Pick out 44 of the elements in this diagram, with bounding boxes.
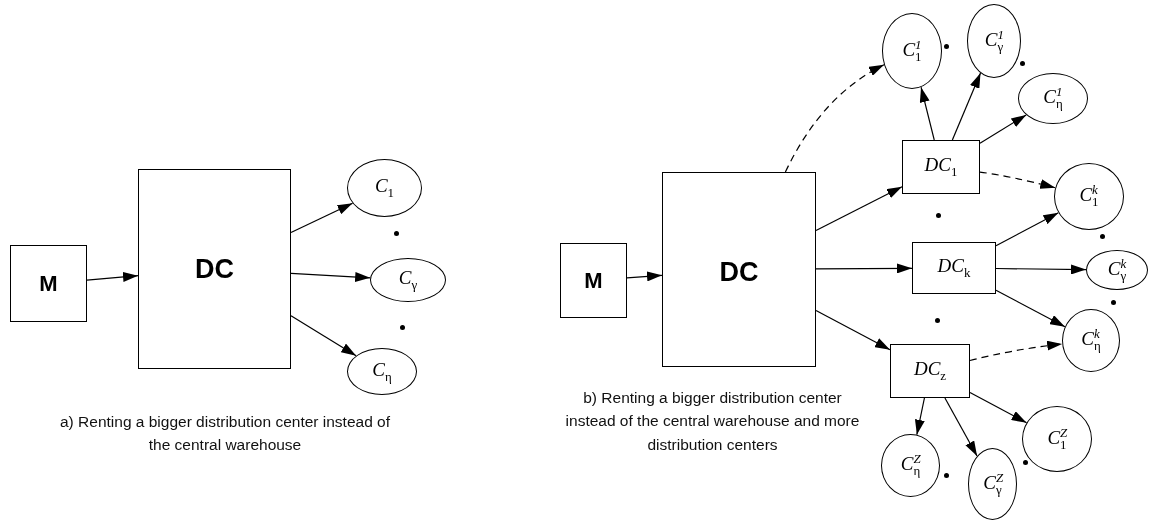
arrow — [969, 340, 1063, 362]
arrow — [919, 86, 935, 141]
arrow — [979, 114, 1027, 144]
arrow — [290, 202, 354, 234]
node-label: DC — [719, 259, 759, 286]
arrow — [915, 397, 926, 436]
node-label: C$_{η}$ — [372, 359, 392, 384]
node-label: DC$_{k}$ — [937, 256, 971, 280]
node-label: DC$_{z}$ — [913, 359, 947, 383]
process-box — [662, 172, 816, 367]
customer-ellipse — [967, 4, 1021, 78]
node-label: M — [584, 269, 603, 292]
process-box — [912, 242, 996, 294]
arrow — [784, 64, 885, 173]
process-box — [10, 245, 87, 322]
arrow — [995, 264, 1087, 275]
arrow — [815, 309, 891, 351]
process-box — [902, 140, 980, 194]
node-label: M — [39, 272, 58, 295]
arrow — [944, 397, 978, 457]
arrow — [995, 289, 1066, 328]
arrow — [995, 212, 1059, 247]
node-label: C$_{1}$ — [374, 176, 395, 200]
node-label: C$_{γ}$ — [398, 268, 418, 292]
arrow — [290, 272, 371, 282]
arrow — [626, 271, 663, 282]
customer-ellipse — [968, 448, 1017, 520]
arrow — [290, 315, 357, 357]
customer-ellipse — [1018, 73, 1088, 124]
process-box — [138, 169, 291, 369]
arrow — [969, 391, 1028, 424]
caption-text: b) Renting a bigger distribution center instead of the central warehouse and more distribution centers — [564, 388, 861, 455]
arrow — [951, 72, 982, 141]
process-box — [560, 243, 627, 318]
node-label: DC$_{1}$ — [924, 155, 958, 179]
arrow — [815, 263, 913, 274]
node-label: DC — [195, 256, 234, 283]
customer-ellipse — [1086, 250, 1148, 290]
process-box — [890, 344, 970, 398]
customer-ellipse — [347, 348, 417, 395]
arrow — [815, 186, 903, 232]
caption-text: a) Renting a bigger distribution center instead of the central warehouse — [59, 412, 391, 456]
arrow — [86, 272, 139, 282]
arrow — [979, 171, 1056, 189]
